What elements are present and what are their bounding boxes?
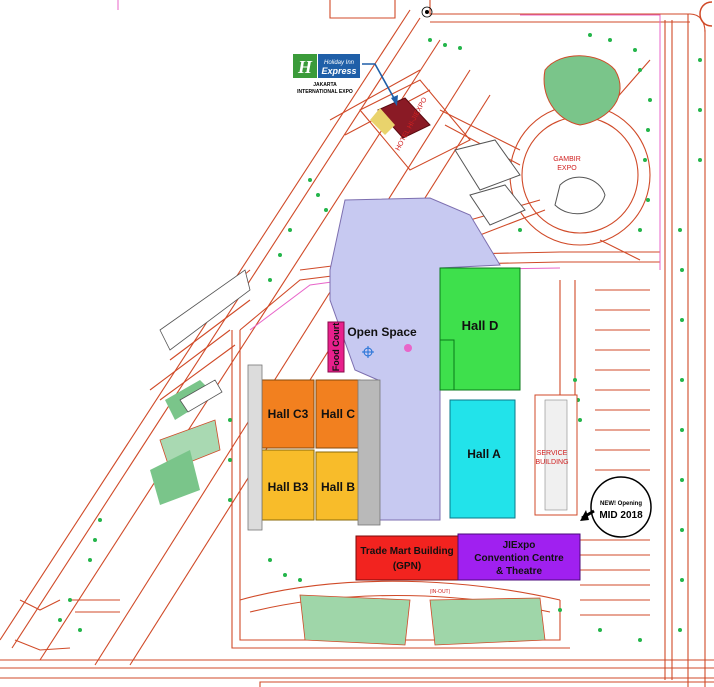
food-court-label: Food Court bbox=[331, 323, 341, 372]
hall-c[interactable] bbox=[315, 379, 361, 449]
svg-text:H: H bbox=[297, 57, 313, 77]
top-road bbox=[429, 0, 690, 15]
diagonal-road-2 bbox=[11, 17, 421, 649]
hall-b3-label: Hall B3 bbox=[268, 480, 309, 494]
gambir-roundabout bbox=[509, 104, 651, 246]
map-edge-curve bbox=[699, 1, 713, 27]
hall-corridor bbox=[357, 379, 381, 526]
jiexpo-label-line3: & Theatre bbox=[496, 566, 543, 577]
trade-mart-label-line2: (GPN) bbox=[393, 561, 421, 572]
new-opening-line2: MID 2018 bbox=[599, 510, 643, 521]
in-out-label: (IN-OUT) bbox=[430, 589, 451, 595]
hall-c-label: Hall C bbox=[321, 407, 355, 421]
open-space-area[interactable] bbox=[329, 197, 501, 521]
trade-mart-building[interactable] bbox=[355, 535, 459, 581]
front-lawn-right bbox=[429, 597, 546, 646]
food-court[interactable] bbox=[327, 321, 345, 373]
holiday-inn-express-box bbox=[318, 54, 360, 78]
jiexpo-label-line2: Convention Centre bbox=[474, 553, 564, 564]
hall-a-label: Hall A bbox=[467, 447, 501, 461]
holiday-inn-brand-line2: Express bbox=[321, 66, 356, 76]
top-road-stub bbox=[329, 0, 396, 19]
crosshair-icon bbox=[362, 346, 374, 358]
gambir-hall bbox=[454, 139, 521, 191]
trade-mart-label-line1: Trade Mart Building bbox=[360, 546, 453, 557]
hall-b3[interactable] bbox=[261, 449, 315, 521]
hall-c3[interactable] bbox=[261, 379, 315, 449]
hall-b-label: Hall B bbox=[321, 480, 355, 494]
holiday-inn-logo: H Holiday Inn Express JAKARTA INTERNATIO… bbox=[293, 54, 360, 95]
front-lawn-left bbox=[299, 594, 411, 646]
new-opening-line1: NEW! Opening bbox=[600, 501, 642, 507]
service-label-line2: BUILDING bbox=[535, 459, 568, 466]
hall-b[interactable] bbox=[315, 451, 361, 521]
holiday-inn-caption-line2: INTERNATIONAL EXPO bbox=[297, 89, 353, 95]
gambir-building bbox=[554, 176, 606, 215]
diagonal-road-4 bbox=[94, 69, 471, 666]
open-space-marker bbox=[404, 344, 412, 352]
open-space-label: Open Space bbox=[347, 325, 417, 339]
front-drive bbox=[239, 580, 561, 601]
holiday-inn-caption-line1: JAKARTA bbox=[313, 82, 337, 88]
gambir-green-circle bbox=[543, 55, 621, 126]
holiday-inn-brand-line1: Holiday Inn bbox=[324, 60, 355, 66]
new-opening-badge[interactable]: NEW! Opening MID 2018 bbox=[590, 476, 652, 538]
east-parking-rows bbox=[559, 280, 650, 616]
jiexpo-convention-centre[interactable] bbox=[457, 533, 581, 581]
diagonal-road-1 bbox=[0, 9, 411, 641]
arrow-icon bbox=[580, 509, 595, 521]
green-areas bbox=[150, 55, 621, 646]
hall-c3-label: Hall C3 bbox=[268, 407, 309, 421]
gambir-label-line2: EXPO bbox=[557, 165, 577, 172]
holiday-inn-h-icon bbox=[293, 54, 317, 78]
west-walkway bbox=[247, 364, 263, 531]
hotel-plot bbox=[359, 79, 471, 171]
hall-a[interactable] bbox=[449, 399, 516, 519]
arrow-icon bbox=[362, 63, 398, 106]
service-label-line1: SERVICE bbox=[537, 450, 568, 457]
hall-d-label: Hall D bbox=[462, 318, 499, 333]
gambir-label-line1: GAMBIR bbox=[553, 156, 581, 163]
jiexpo-label-line1: JIExpo bbox=[503, 540, 536, 551]
target-icon bbox=[421, 6, 433, 18]
west-lawn-2 bbox=[150, 450, 200, 505]
